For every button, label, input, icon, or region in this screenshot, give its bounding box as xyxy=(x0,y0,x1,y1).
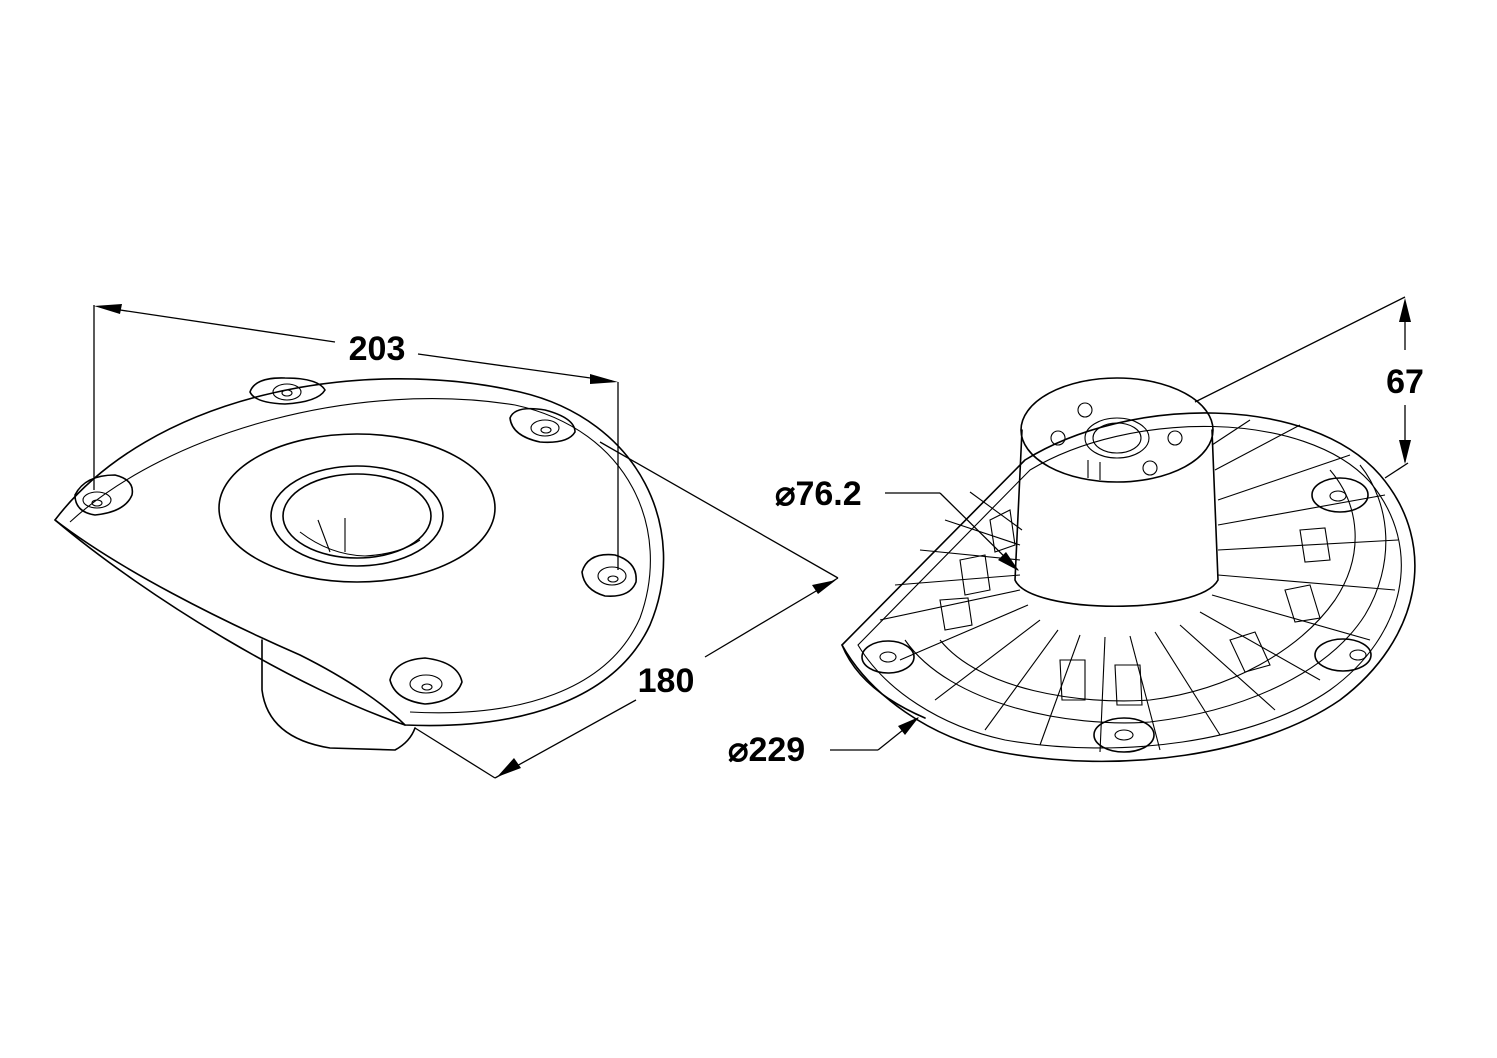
socket-outer xyxy=(270,465,444,567)
mounting-boss xyxy=(1314,638,1372,672)
screw-hole xyxy=(249,377,326,405)
dimension-width-label: 203 xyxy=(349,330,406,368)
mounting-boss xyxy=(1093,717,1155,753)
dimension-outer-diameter: ⌀229 xyxy=(728,717,919,769)
dimension-height-label: 67 xyxy=(1386,363,1424,401)
dimension-width: 203 xyxy=(93,304,619,570)
dimension-inner-diameter: ⌀76.2 xyxy=(775,475,1019,571)
mounting-boss xyxy=(1311,477,1369,513)
base-outline xyxy=(841,412,1416,763)
plate-top-view xyxy=(54,377,665,751)
plate-bottom-view xyxy=(841,377,1416,763)
screw-hole xyxy=(509,407,576,444)
plate-pedestal xyxy=(261,639,416,751)
plate-outline xyxy=(54,378,665,727)
plate-center-ring xyxy=(218,433,496,583)
screw-hole xyxy=(389,657,463,705)
rib-pattern xyxy=(879,419,1399,753)
plate-edge xyxy=(54,519,406,726)
dimension-depth-label: 180 xyxy=(638,662,695,700)
dimension-outer-diameter-label: ⌀229 xyxy=(728,731,805,769)
dimension-inner-diameter-label: ⌀76.2 xyxy=(775,475,862,513)
dimension-height: 67 xyxy=(1194,296,1424,479)
screw-hole xyxy=(74,474,134,516)
dimension-depth: 180 xyxy=(414,441,839,779)
mounting-boss xyxy=(861,640,915,674)
center-cylinder xyxy=(1014,377,1219,608)
socket-inner xyxy=(282,473,432,559)
screw-hole xyxy=(581,553,637,598)
